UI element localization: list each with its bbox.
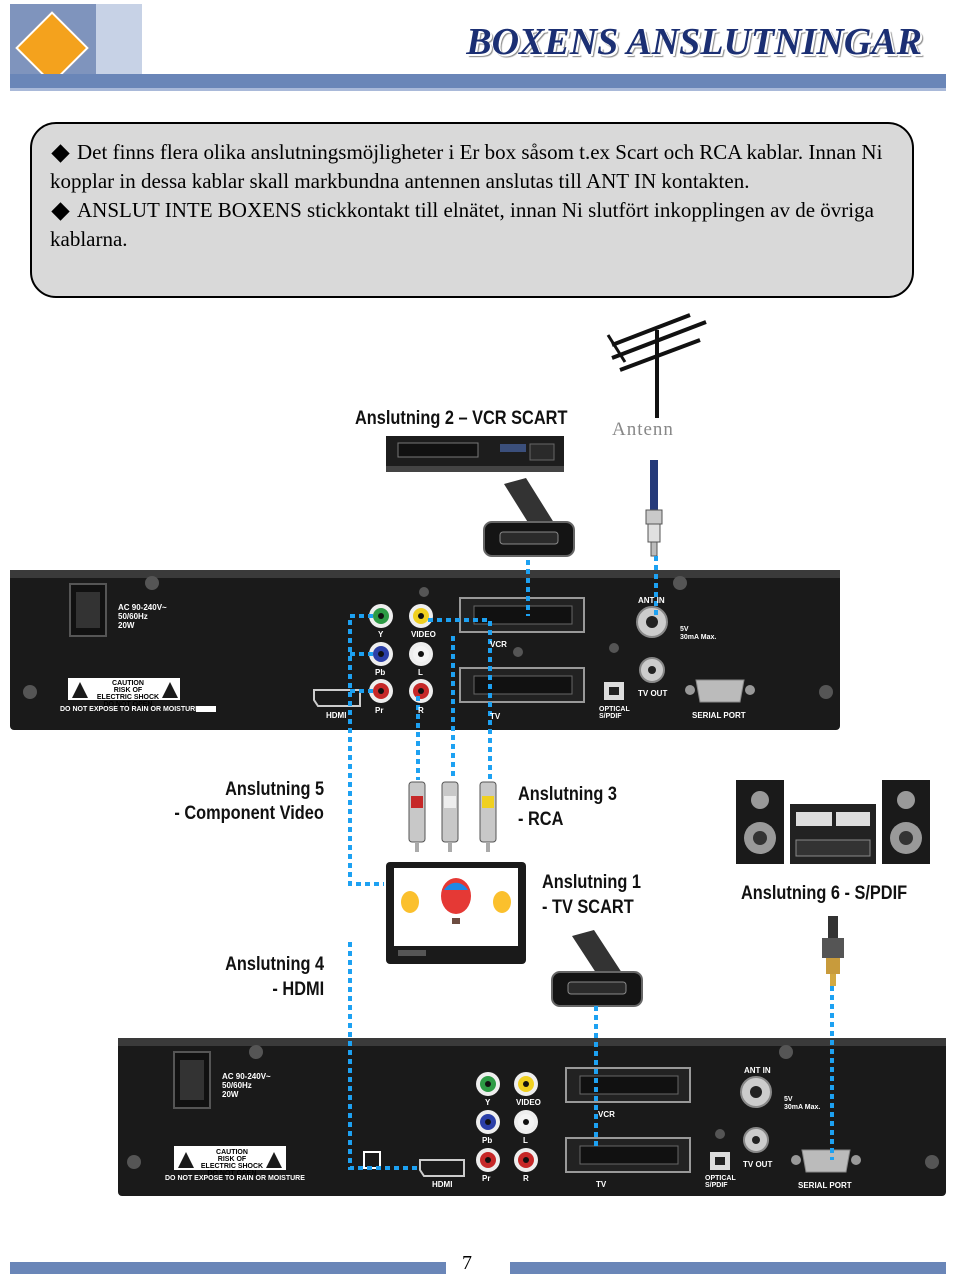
- hdmi-port-label: HDMI: [326, 711, 347, 720]
- rain-warning: DO NOT EXPOSE TO RAIN OR MOISTURE: [60, 706, 200, 713]
- notice-text-2: ANSLUT INTE BOXENS stickkontakt till eln…: [50, 198, 874, 251]
- tv-scart-label: TV: [596, 1180, 607, 1189]
- notice-box: Det finns flera olika anslutningsmöjligh…: [30, 122, 914, 298]
- audio-r-label: R: [418, 706, 424, 715]
- rain-warning: DO NOT EXPOSE TO RAIN OR MOISTURE: [165, 1175, 305, 1182]
- notice-paragraph-2: ANSLUT INTE BOXENS stickkontakt till eln…: [50, 196, 896, 254]
- vcr-icon: [386, 436, 564, 472]
- audio-l-label: L: [418, 668, 423, 677]
- footer-bar-right: [510, 1262, 946, 1274]
- optical-label: OPTICAL S/PDIF: [705, 1175, 736, 1189]
- stereo-system-icon: [736, 780, 930, 864]
- logo-accent: [96, 4, 142, 78]
- power-label: AC 90-240V~ 50/60Hz 20W: [118, 603, 167, 630]
- optical-label-line: S/PDIF: [599, 713, 622, 720]
- receiver-rear-panel-bottom: [118, 1038, 946, 1196]
- power-label-line: AC 90-240V~: [222, 1072, 271, 1081]
- component-video-label-1: Anslutning 5: [225, 779, 324, 800]
- hdmi-label-2: - HDMI: [272, 979, 324, 1000]
- antenna-icon: [606, 313, 707, 418]
- dc-label-line: 30mA Max.: [784, 1104, 821, 1111]
- notice-text-1: Det finns flera olika anslutningsmöjligh…: [50, 140, 883, 193]
- rca-label-2: - RCA: [518, 809, 564, 830]
- caution-label-line: CAUTION: [216, 1149, 248, 1156]
- power-label-line: 20W: [222, 1090, 239, 1099]
- caution-label-line: DO NOT OPEN: [103, 701, 153, 708]
- power-label-line: 50/60Hz: [222, 1081, 252, 1090]
- tv-icon: [386, 862, 526, 964]
- caution-label-line: DO NOT OPEN: [207, 1170, 257, 1177]
- serial-port-label: SERIAL PORT: [692, 711, 746, 720]
- tv-scart-label-2: - TV SCART: [542, 897, 634, 918]
- power-label: AC 90-240V~ 50/60Hz 20W: [222, 1072, 271, 1099]
- power-label-line: 50/60Hz: [118, 612, 148, 621]
- optical-plug-icon: [822, 916, 844, 986]
- tv-out-label: TV OUT: [743, 1160, 773, 1169]
- pb-jack-label: Pb: [375, 668, 386, 677]
- component-video-label-2: - Component Video: [174, 803, 324, 824]
- serial-port-label: SERIAL PORT: [798, 1181, 852, 1190]
- receiver-rear-panel-top: [10, 570, 840, 730]
- vcr-scart-label: VCR: [598, 1110, 615, 1119]
- optical-label-line: S/PDIF: [705, 1182, 728, 1189]
- vcr-scart-label-text: Anslutning 2 – VCR SCART: [355, 408, 568, 429]
- hdmi-label-1: Anslutning 4: [225, 954, 324, 975]
- video-jack-label: VIDEO: [411, 630, 436, 639]
- dc-label-line: 5V: [680, 626, 689, 633]
- header-bar-shadow: [10, 88, 946, 91]
- optical-label-line: OPTICAL: [705, 1175, 736, 1182]
- audio-r-label: R: [523, 1174, 529, 1183]
- dc-label-line: 5V: [784, 1096, 793, 1103]
- tv-scart-label-1: Anslutning 1: [542, 872, 641, 893]
- caution-label: CAUTION RISK OF ELECTRIC SHOCK DO NOT OP…: [96, 680, 160, 708]
- y-jack-label: Y: [378, 630, 384, 639]
- pb-jack-label: Pb: [482, 1136, 493, 1145]
- spdif-label: Anslutning 6 - S/PDIF: [741, 883, 908, 904]
- notice-paragraph-1: Det finns flera olika anslutningsmöjligh…: [50, 138, 896, 196]
- vcr-scart-label: VCR: [490, 640, 507, 649]
- ant-in-label: ANT IN: [744, 1066, 771, 1075]
- optical-label: OPTICAL S/PDIF: [599, 706, 630, 720]
- video-jack-label: VIDEO: [516, 1098, 541, 1107]
- pr-jack-label: Pr: [482, 1174, 491, 1183]
- rca-label-1: Anslutning 3: [518, 784, 617, 805]
- page-number: 7: [462, 1252, 472, 1274]
- optical-label-line: OPTICAL: [599, 706, 630, 713]
- y-jack-label: Y: [485, 1098, 491, 1107]
- tv-out-label: TV OUT: [638, 689, 668, 698]
- power-label-line: 20W: [118, 621, 135, 630]
- dc-label-line: 30mA Max.: [680, 634, 717, 641]
- dc-label: 5V 30mA Max.: [680, 626, 716, 642]
- scart-plug-icon: [483, 478, 575, 557]
- caution-label-line: RISK OF ELECTRIC SHOCK: [96, 687, 160, 701]
- scart-plug-icon: [551, 930, 643, 1007]
- caution-label-line: CAUTION: [112, 680, 144, 687]
- rca-plugs-icon: [408, 781, 497, 852]
- cable-routes: [348, 556, 834, 1170]
- hdmi-port-label: HDMI: [432, 1180, 453, 1189]
- caution-label-line: RISK OF ELECTRIC SHOCK: [200, 1156, 264, 1170]
- footer-bar-left: [10, 1262, 446, 1274]
- audio-l-label: L: [523, 1136, 528, 1145]
- tv-scart-label: TV: [490, 712, 501, 721]
- dc-label: 5V 30mA Max.: [784, 1096, 820, 1112]
- page-title: BOXENS ANSLUTNINGAR: [466, 21, 922, 63]
- power-label-line: AC 90-240V~: [118, 603, 167, 612]
- antenna-cable-icon: [645, 460, 663, 557]
- pr-jack-label: Pr: [375, 706, 384, 715]
- header-bar: [10, 74, 946, 88]
- caution-label: CAUTION RISK OF ELECTRIC SHOCK DO NOT OP…: [200, 1149, 264, 1177]
- antenna-label: Antenn: [612, 419, 674, 440]
- ant-in-label: ANT IN: [638, 596, 665, 605]
